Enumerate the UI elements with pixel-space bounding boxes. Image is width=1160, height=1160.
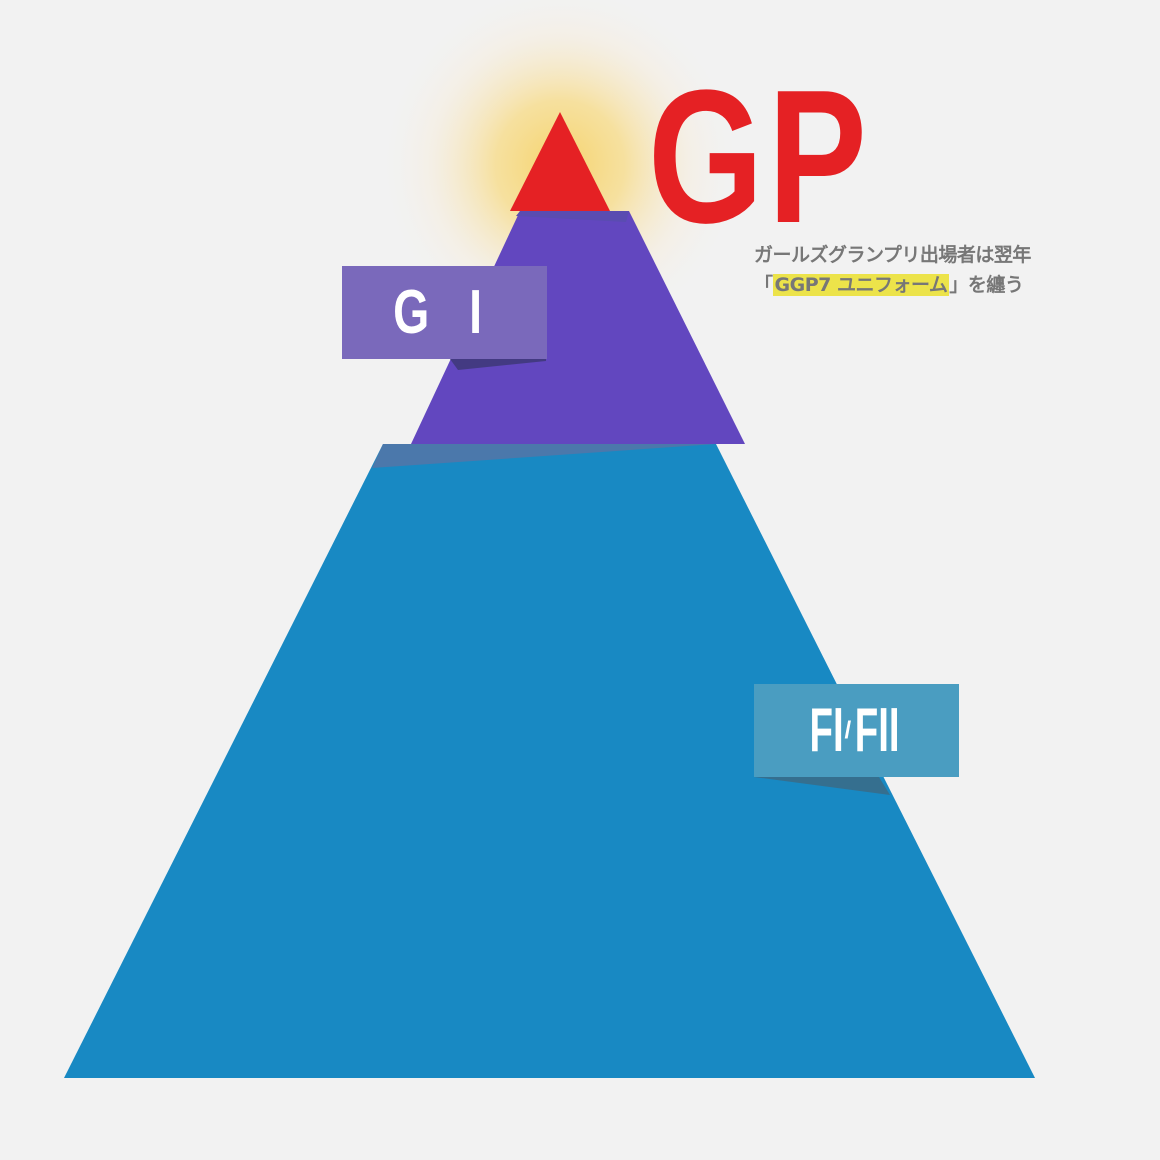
tier-label-f-separator: / [844, 716, 852, 744]
tier-label-f: FI / FII [754, 684, 959, 777]
tier-gi-fold-shadow [516, 211, 629, 222]
tier-f [64, 444, 1035, 1078]
label-f-shadow [754, 777, 890, 795]
caption-close-text: 」を纏う [949, 274, 1024, 296]
caption-open-bracket: 「 [754, 274, 773, 296]
caption-highlight: GGP7 ユニフォーム [772, 274, 950, 296]
tier-label-f-second: FII [854, 696, 900, 765]
gp-caption: ガールズグランプリ出場者は翌年 「GGP7 ユニフォーム」を纏う [754, 240, 1031, 300]
tier-f-fold-shadow [372, 444, 716, 468]
label-gi-shadow [450, 359, 546, 370]
tier-label-gi-text: G I [393, 278, 496, 347]
caption-line-1: ガールズグランプリ出場者は翌年 [754, 244, 1031, 266]
gp-title: GP [648, 51, 872, 263]
tier-label-gi: G I [342, 266, 547, 359]
caption-line-2: 「GGP7 ユニフォーム」を纏う [754, 270, 1031, 300]
tier-gp [510, 112, 610, 211]
tier-label-f-main: FI [809, 696, 845, 765]
